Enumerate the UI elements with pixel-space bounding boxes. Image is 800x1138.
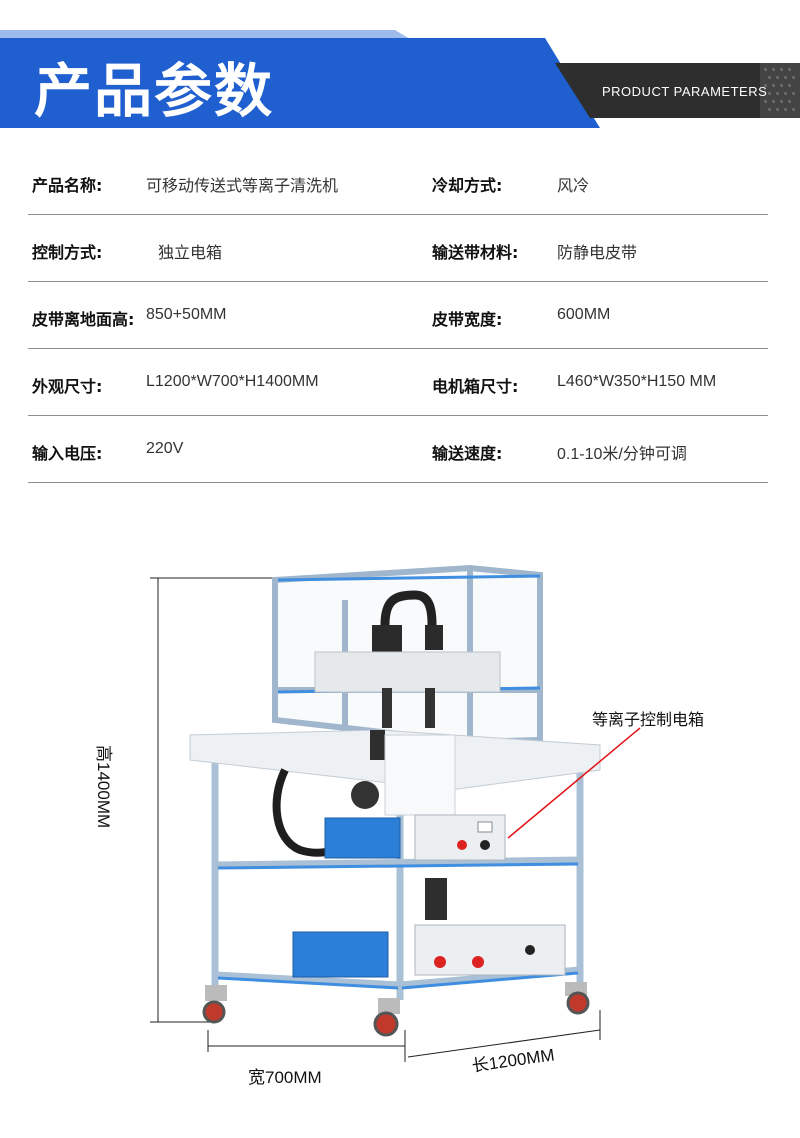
row-divider [28, 482, 768, 483]
param-label: 冷却方式: [432, 176, 503, 195]
machine-illustration [0, 520, 800, 1138]
row-divider [28, 348, 768, 349]
row-divider [28, 415, 768, 416]
height-dimension-label: 高1400MM [94, 745, 113, 829]
banner-shapes [0, 30, 800, 128]
page-subtitle: PRODUCT PARAMETERS [602, 84, 768, 99]
param-label: 电机箱尺寸: [432, 377, 519, 396]
control-box-callout: 等离子控制电箱 [592, 710, 705, 729]
param-label: 输送速度: [432, 444, 503, 463]
param-value: 独立电箱 [158, 245, 223, 262]
param-label: 外观尺寸: [32, 377, 103, 396]
param-value: L460*W350*H150 MM [557, 373, 717, 390]
param-row: 控制方式: 独立电箱 输送带材料: 防静电皮带 [0, 215, 800, 282]
callout-line [507, 727, 641, 839]
param-row: 皮带离地面高: 850+50MM 皮带宽度: 600MM [0, 282, 800, 349]
param-value: 850+50MM [146, 306, 227, 323]
param-value: 220V [146, 440, 184, 457]
param-label: 皮带离地面高: [32, 310, 135, 329]
param-row: 产品名称: 可移动传送式等离子清洗机 冷却方式: 风冷 [0, 148, 800, 215]
param-row: 输入电压: 220V 输送速度: 0.1-10米/分钟可调 [0, 416, 800, 483]
page-title: 产品参数 [34, 57, 275, 125]
param-label: 产品名称: [32, 176, 103, 195]
param-value: 防静电皮带 [557, 245, 638, 262]
param-label: 输入电压: [32, 444, 103, 463]
row-divider [28, 214, 768, 215]
param-value: 0.1-10米/分钟可调 [557, 446, 687, 463]
param-value: 风冷 [557, 178, 590, 195]
param-value: L1200*W700*H1400MM [146, 373, 319, 390]
param-label: 控制方式: [32, 243, 103, 262]
width-dimension-label: 宽700MM [248, 1068, 322, 1087]
param-value: 600MM [557, 306, 611, 323]
row-divider [28, 281, 768, 282]
param-label: 输送带材料: [432, 243, 519, 262]
dimension-lines [150, 577, 601, 1062]
header-banner: 产品参数 PRODUCT PARAMETERS [0, 0, 800, 140]
param-value: 可移动传送式等离子清洗机 [146, 178, 339, 195]
param-row: 外观尺寸: L1200*W700*H1400MM 电机箱尺寸: L460*W35… [0, 349, 800, 416]
param-label: 皮带宽度: [432, 310, 503, 329]
machine-drawing [150, 564, 641, 1062]
power-box [324, 817, 401, 859]
caster-wheels [202, 982, 590, 1037]
